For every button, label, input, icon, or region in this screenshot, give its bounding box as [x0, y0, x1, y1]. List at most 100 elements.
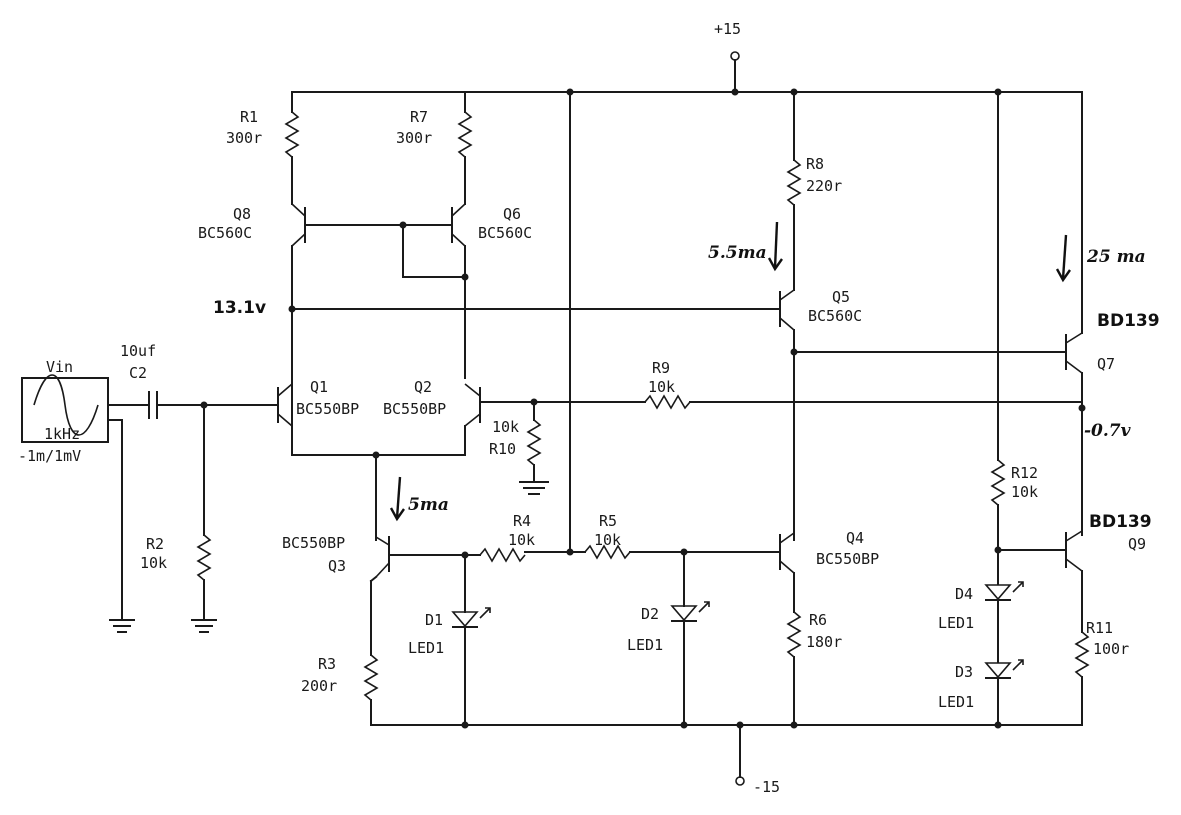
current-arrow [395, 476, 402, 519]
r9-ref: R9 [652, 359, 670, 377]
r5-value: 10k [594, 531, 621, 549]
q4-ref: Q4 [846, 529, 864, 547]
q9-part: BD139 [1089, 512, 1152, 532]
resistor-r3: R3 200r [301, 654, 379, 726]
junction-dot [461, 721, 469, 729]
current-arrow [773, 221, 779, 269]
q3-current-label: 5ma [408, 495, 449, 515]
negative-rail: -15 [370, 724, 1083, 796]
q7-current-label: 25 ma [1086, 247, 1146, 267]
transistor-q9: BD139 Q9 [1065, 512, 1152, 633]
r10-ref: R10 [489, 440, 516, 458]
resistor-r10: 10k R10 [489, 401, 542, 483]
r4-value: 10k [508, 531, 535, 549]
junction-dot [790, 88, 798, 96]
r4-ref: R4 [513, 512, 531, 530]
resistor-r4: R4 10k [479, 512, 586, 563]
r5-ref: R5 [599, 512, 617, 530]
d2-part: LED1 [627, 636, 663, 654]
transistor-q2: Q2 BC550BP [383, 378, 481, 456]
led-d3: D3 LED1 [938, 659, 1024, 726]
r9-value: 10k [648, 378, 675, 396]
q6-ref: Q6 [503, 205, 521, 223]
junction-dot [994, 88, 1002, 96]
d4-part: LED1 [938, 614, 974, 632]
q6-part: BC560C [478, 224, 532, 242]
output-voltage-label: -0.7v [1084, 421, 1132, 441]
q4-part: BC550BP [816, 550, 879, 568]
negative-rail-label: -15 [753, 778, 780, 796]
q5-current-label: 5.5ma [708, 243, 767, 263]
d4-ref: D4 [955, 585, 973, 603]
junction-dot [372, 451, 380, 459]
d1-part: LED1 [408, 639, 444, 657]
current-arrow [1061, 234, 1068, 280]
junction-dot [566, 88, 574, 96]
r3-ref: R3 [318, 655, 336, 673]
resistor-r7: R7 300r [396, 91, 473, 196]
r6-ref: R6 [809, 611, 827, 629]
r3-value: 200r [301, 677, 337, 695]
current-arrowhead [767, 257, 783, 272]
r8-value: 220r [806, 177, 842, 195]
transistor-q8: Q8 BC560C [198, 194, 306, 456]
resistor-r2: R2 10k [140, 404, 212, 621]
transistor-q3: BC550BP Q3 [282, 534, 390, 656]
junction-dot [288, 305, 296, 313]
r1-ref: R1 [240, 108, 258, 126]
transistor-q7: BD139 Q7 [1065, 311, 1160, 536]
r11-ref: R11 [1086, 619, 1113, 637]
d3-part: LED1 [938, 693, 974, 711]
junction-dot [736, 721, 744, 729]
positive-rail: +15 [291, 20, 1083, 93]
r1-value: 300r [226, 129, 262, 147]
capacitor-value: 10uf [120, 342, 156, 360]
r12-value: 10k [1011, 483, 1038, 501]
transistor-q5: Q5 BC560C [779, 288, 862, 541]
source-freq: 1kHz [44, 425, 80, 443]
r12-ref: R12 [1011, 464, 1038, 482]
ground-symbol [109, 619, 135, 633]
resistor-r11: R11 100r [1074, 619, 1129, 726]
r8-ref: R8 [806, 155, 824, 173]
node-voltage-label: 13.1v [213, 298, 266, 318]
r11-value: 100r [1093, 640, 1129, 658]
current-arrowhead [389, 507, 405, 522]
q1-part: BC550BP [296, 400, 359, 418]
q5-ref: Q5 [832, 288, 850, 306]
resistor-r12: R12 10k [990, 459, 1038, 585]
q1-ref: Q1 [310, 378, 328, 396]
resistor-r1: R1 300r [226, 91, 300, 196]
q8-ref: Q8 [233, 205, 251, 223]
transistor-q6: Q6 BC560C [451, 194, 532, 379]
led-d4: D4 LED1 [938, 581, 1024, 663]
led-d1: D1 LED1 [408, 554, 491, 726]
transistor-q1: Q1 BC550BP [277, 378, 359, 427]
r7-ref: R7 [410, 108, 428, 126]
source-amplitude: -1m/1mV [18, 447, 81, 465]
d3-ref: D3 [955, 663, 973, 681]
source-name: Vin [46, 358, 73, 376]
q3-ref: Q3 [328, 557, 346, 575]
resistor-r5: R5 10k [584, 512, 781, 560]
r2-ref: R2 [146, 535, 164, 553]
current-arrowhead [1055, 268, 1071, 283]
junction-dot [731, 88, 739, 96]
capacitor-ref: C2 [129, 364, 147, 382]
junction-dot [994, 546, 1002, 554]
resistor-r9: R9 10k [644, 359, 1083, 410]
q7-ref: Q7 [1097, 355, 1115, 373]
ground-symbol [519, 481, 549, 495]
q5-part: BC560C [808, 307, 862, 325]
r2-value: 10k [140, 554, 167, 572]
q9-ref: Q9 [1128, 535, 1146, 553]
positive-rail-label: +15 [714, 20, 741, 38]
output-node-dot [1078, 404, 1086, 412]
resistor-r8: R8 220r [786, 91, 842, 291]
junction-dot [680, 721, 688, 729]
input-source: Vin 1kHz -1m/1mV [18, 358, 149, 621]
junction-dot [790, 721, 798, 729]
capacitor-c2: 10uf C2 [120, 342, 278, 419]
q2-part: BC550BP [383, 400, 446, 418]
